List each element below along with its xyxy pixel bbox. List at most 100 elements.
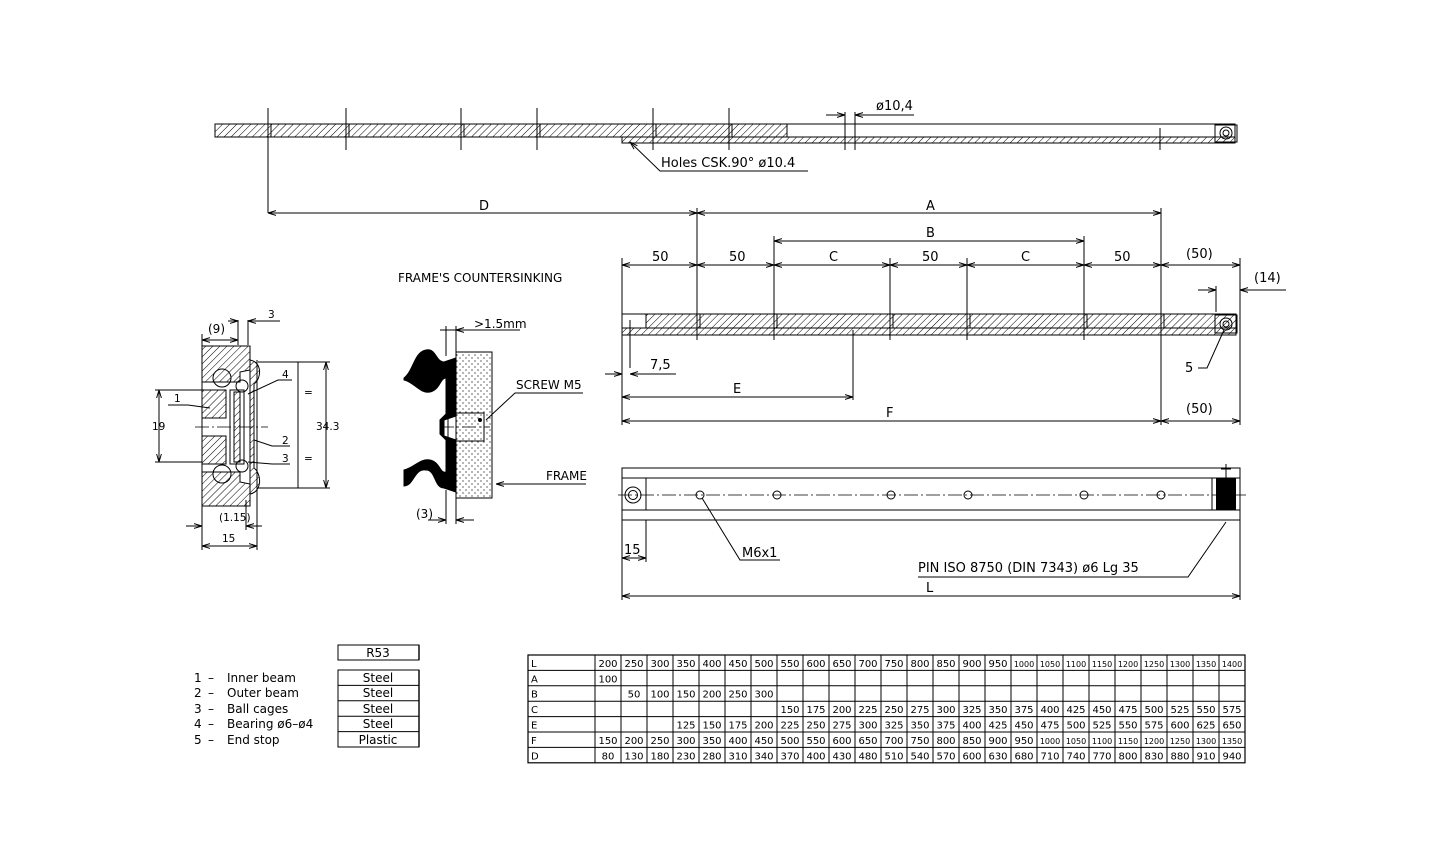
part-name: Bearing ø6–ø4: [227, 717, 313, 731]
equal-mark-top: =: [304, 387, 313, 399]
dim-50-b: 50: [729, 250, 746, 265]
table-row-label: B: [531, 690, 538, 701]
table-cell: 940: [1222, 751, 1241, 762]
part-material: Steel: [363, 717, 393, 731]
table-cell: 300: [858, 721, 877, 732]
dim-A-label: A: [926, 199, 935, 214]
table-cell: 800: [1118, 751, 1137, 762]
part-dash: –: [208, 686, 214, 700]
part-dash: –: [208, 733, 214, 747]
front-view: 15 M6x1 PIN ISO 8750 (DIN 7343) ø6 Lg 35…: [618, 464, 1246, 600]
table-cell: 1150: [1092, 660, 1112, 669]
dim-9-paren: (9): [208, 322, 225, 336]
table-cell: 340: [754, 751, 773, 762]
table-cell: 425: [1066, 705, 1085, 716]
table-cell: 150: [780, 705, 799, 716]
table-cell: 680: [1014, 751, 1033, 762]
table-cell: 1100: [1092, 737, 1112, 746]
table-cell: 300: [650, 659, 669, 670]
table-cell: 1200: [1118, 660, 1138, 669]
table-cell: 300: [936, 705, 955, 716]
table-cell: 350: [988, 705, 1007, 716]
dim-50-c: 50: [922, 250, 939, 265]
table-cell: 350: [910, 721, 929, 732]
table-row-label: C: [531, 705, 538, 716]
model-label: R53: [366, 646, 390, 660]
dim-F-label: F: [886, 406, 893, 421]
dim-50-paren-bottom: (50): [1186, 402, 1213, 417]
dim-5-leader: 5: [1185, 361, 1193, 376]
frame-label: FRAME: [546, 469, 587, 483]
table-cell: 200: [754, 721, 773, 732]
table-cell: 1050: [1066, 737, 1086, 746]
table-cell: 630: [988, 751, 1007, 762]
table-row-label: D: [531, 751, 539, 762]
table-row-label: E: [531, 721, 537, 732]
table-cell: 1000: [1014, 660, 1034, 669]
table-cell: 1100: [1066, 660, 1086, 669]
table-cell: 425: [988, 721, 1007, 732]
table-cell: 830: [1144, 751, 1163, 762]
part-num: 5: [194, 733, 202, 747]
table-cell: 500: [1144, 705, 1163, 716]
m6x1-label: M6x1: [742, 546, 777, 561]
table-cell: 450: [754, 736, 773, 747]
table-cell: 650: [832, 659, 851, 670]
table-cell: 325: [962, 705, 981, 716]
table-cell: 550: [1196, 705, 1215, 716]
table-cell: 475: [1118, 705, 1137, 716]
dim-15-section: 15: [222, 533, 235, 545]
table-cell: 350: [676, 659, 695, 670]
table-cell: 900: [988, 736, 1007, 747]
table-cell: 300: [754, 690, 773, 701]
table-cell: 600: [832, 736, 851, 747]
dim-1-15-paren: (1.15): [219, 512, 251, 524]
part-material: Steel: [363, 671, 393, 685]
holes-csk-label: Holes CSK.90° ø10.4: [661, 156, 795, 171]
table-cell: 350: [702, 736, 721, 747]
table-cell: 275: [832, 721, 851, 732]
table-cell: 400: [962, 721, 981, 732]
table-cell: 800: [910, 659, 929, 670]
table-cell: 150: [676, 690, 695, 701]
table-cell: 1300: [1170, 660, 1190, 669]
table-cell: 1250: [1144, 660, 1164, 669]
dim-C-b: C: [1021, 250, 1030, 265]
dim-C-a: C: [829, 250, 838, 265]
table-cell: 740: [1066, 751, 1085, 762]
table-cell: 370: [780, 751, 799, 762]
table-cell: 275: [910, 705, 929, 716]
table-cell: 1000: [1040, 737, 1060, 746]
table-cell: 710: [1040, 751, 1059, 762]
table-cell: 700: [858, 659, 877, 670]
table-cell: 300: [676, 736, 695, 747]
table-cell: 250: [650, 736, 669, 747]
table-cell: 1350: [1222, 737, 1242, 746]
dim-7-5: 7,5: [650, 358, 671, 373]
table-cell: 430: [832, 751, 851, 762]
table-cell: 650: [858, 736, 877, 747]
table-cell: 500: [754, 659, 773, 670]
table-cell: 225: [780, 721, 799, 732]
label-1: 1: [174, 393, 181, 405]
table-cell: 550: [780, 659, 799, 670]
table-cell: 125: [676, 721, 695, 732]
part-name: Outer beam: [227, 686, 299, 700]
table-cell: 1400: [1222, 660, 1242, 669]
dim-50-a: 50: [652, 250, 669, 265]
dim-d-a: D A: [268, 199, 1161, 214]
table-cell: 250: [806, 721, 825, 732]
table-cell: 910: [1196, 751, 1215, 762]
table-cell: 475: [1040, 721, 1059, 732]
part-name: End stop: [227, 733, 280, 747]
dim-50-d: 50: [1114, 250, 1131, 265]
table-cell: 600: [1170, 721, 1189, 732]
table-cell: 750: [884, 659, 903, 670]
label-4: 4: [282, 369, 289, 381]
table-cell: 510: [884, 751, 903, 762]
dim-15-front: 15: [624, 543, 641, 558]
table-cell: 1300: [1196, 737, 1216, 746]
part-material: Steel: [363, 702, 393, 716]
table-cell: 50: [628, 690, 641, 701]
table-cell: 400: [806, 751, 825, 762]
